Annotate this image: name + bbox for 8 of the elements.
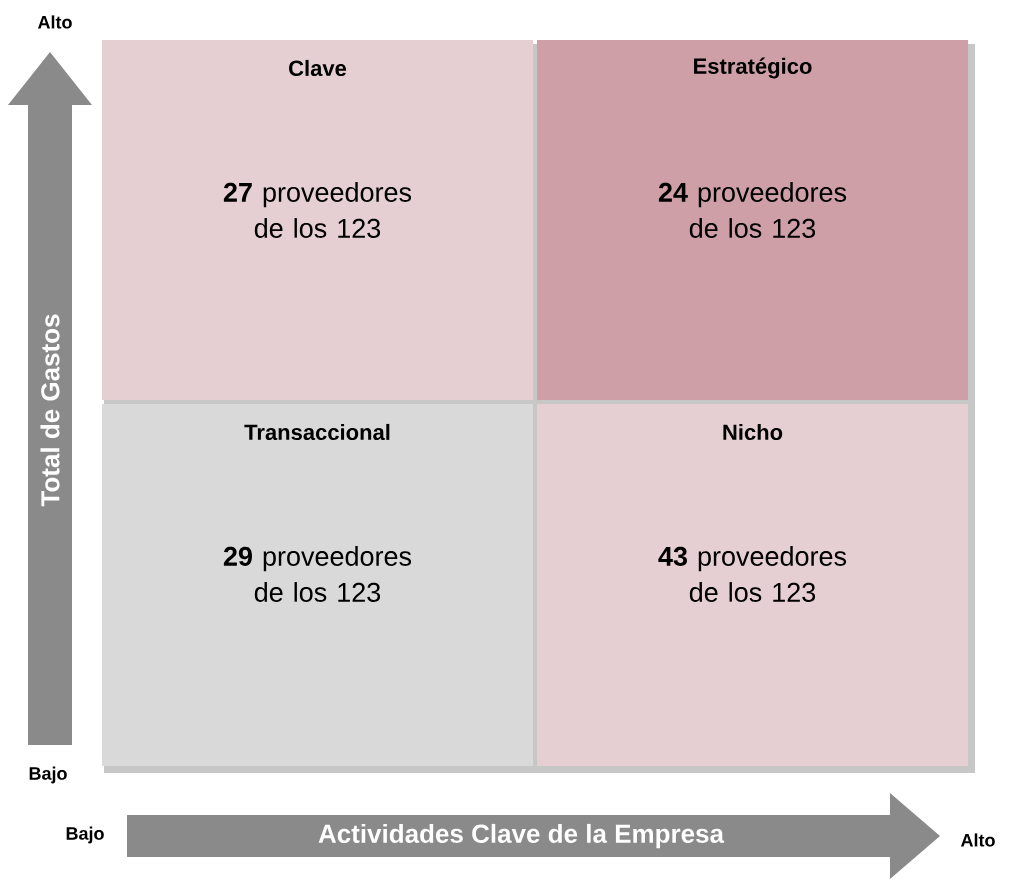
quadrant-box: Nicho 43 proveedores de los 123 [537,404,968,766]
quadrant-box: Clave 27 proveedores de los 123 [102,40,533,400]
axis-end-label: Alto [960,833,995,847]
quadrant-box: Transaccional 29 proveedores de los 123 [102,404,533,766]
axis-end-label: Bajo [29,766,67,784]
quadrant-box: Estratégico 24 proveedores de los 123 [537,40,968,400]
axis-end-label: Bajo [66,826,104,844]
axis-end-label: Alto [37,15,72,29]
